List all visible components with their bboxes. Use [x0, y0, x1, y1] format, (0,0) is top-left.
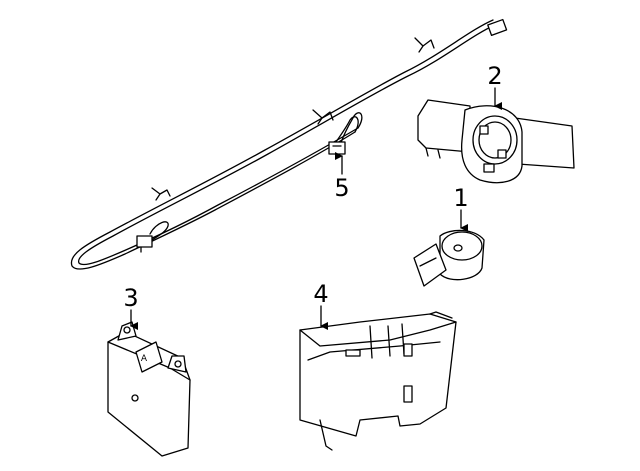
callout-5: 5 [334, 152, 350, 202]
callout-1-label: 1 [453, 184, 468, 212]
module-marking: A [141, 354, 148, 364]
sensor-bracket [417, 99, 575, 184]
callout-5-label: 5 [334, 174, 349, 202]
parking-sensor [413, 229, 485, 287]
control-module: A [107, 321, 191, 457]
bumper-bracket [299, 311, 457, 451]
callout-4-label: 4 [313, 280, 328, 308]
callout-3: 3 [123, 284, 139, 330]
callout-1: 1 [453, 184, 469, 232]
callout-4: 4 [313, 280, 329, 330]
wiring-harness [70, 18, 508, 270]
callout-2: 2 [487, 62, 503, 110]
callout-3-label: 3 [123, 284, 138, 312]
callout-2-label: 2 [487, 62, 502, 90]
